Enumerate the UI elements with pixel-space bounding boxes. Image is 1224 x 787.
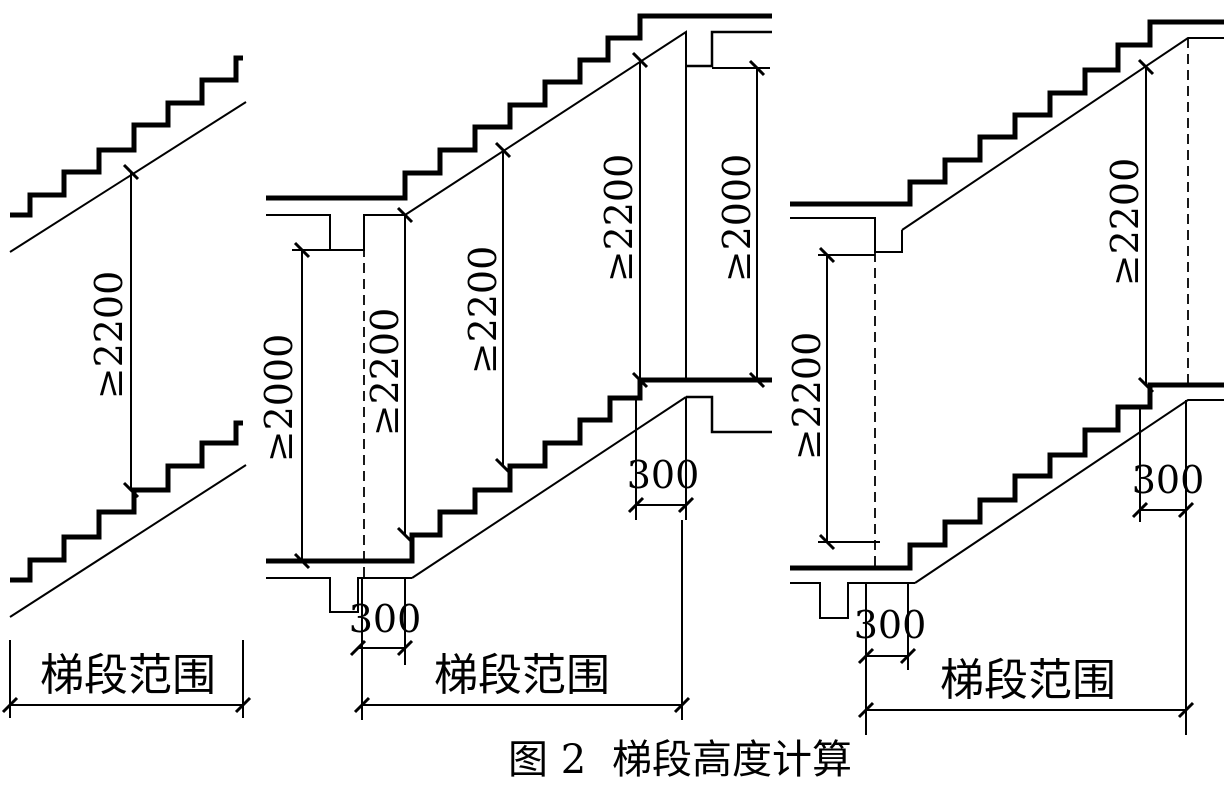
middle-dim-tick [494,457,512,475]
right-label-2200-right: ≥2200 [1103,158,1147,287]
right-dim-tick [899,647,917,665]
right-dim-tick [1137,58,1155,76]
middle-right-wall [686,395,772,434]
middle-dim-tick [631,371,649,389]
right-upper-soffit [901,37,1224,231]
left-dim-tick [1,696,19,714]
right-dim-tick [1177,701,1195,719]
right-dim-tick [1177,501,1195,519]
middle-dim-tick [396,206,414,224]
right-dim-tick [1131,501,1149,519]
middle-panel: ≥2000 ≥2200 ≥2200 ≥2200 ≥2000 300 300 梯段… [257,13,772,720]
middle-label-2200-a: ≥2200 [363,308,407,437]
right-range-label: 梯段范围 [940,655,1116,706]
middle-lower-soffit [411,396,687,579]
left-upper-steps [10,55,243,218]
middle-label-300-lower: 300 [349,597,422,641]
figure-caption: 图 2 梯段高度计算 [508,737,852,783]
right-dim-tick [1137,376,1155,394]
left-dim-tick [122,481,140,499]
left-dim-tick [234,696,252,714]
middle-dim-tick [627,496,645,514]
left-lower-soffit [9,464,247,618]
left-upper-soffit [9,101,247,253]
middle-dim-tick [631,51,649,69]
middle-lower-landing-underside [266,577,412,613]
middle-dim-tick [396,639,414,657]
caption-figure-number: 图 2 [508,737,586,783]
middle-label-2200-c: ≥2200 [597,154,641,283]
middle-lower-landing-steps [266,377,772,564]
middle-label-300-upper: 300 [627,453,700,497]
left-lower-steps [10,420,243,583]
middle-dim-tick [396,526,414,544]
middle-label-2000-right: ≥2000 [715,154,759,283]
caption-title: 梯段高度计算 [612,737,852,783]
right-lower-landing-underside [790,582,915,619]
middle-upper-landing-steps [266,13,772,201]
middle-label-2000-left: ≥2000 [257,334,301,463]
middle-dim-tick [677,496,695,514]
left-range-label: 梯段范围 [40,650,216,701]
right-dim-tick [818,533,836,551]
middle-range-label: 梯段范围 [434,650,610,701]
middle-dim-tick [353,696,371,714]
left-height-label: ≥2200 [87,271,131,400]
right-lower-landing-steps [790,382,1224,571]
middle-dim-tick [494,141,512,159]
right-panel: ≥2200 ≥2200 300 300 梯段范围 [785,19,1224,735]
right-label-300-upper: 300 [1132,458,1205,502]
left-panel: ≥2200 梯段范围 [1,55,252,718]
right-upper-landing-steps [790,19,1224,207]
right-label-300-lower: 300 [854,603,927,647]
middle-dim-tick [748,371,766,389]
middle-dim-tick [673,696,691,714]
right-upper-landing-underside [790,217,903,253]
middle-label-2200-b: ≥2200 [461,246,505,375]
middle-dim-tick [293,552,311,570]
middle-dim-tick [748,59,766,77]
right-dim-tick [818,246,836,264]
middle-upper-landing-underside [266,214,405,251]
right-lower-soffit [914,399,1224,584]
right-dim-tick [857,701,875,719]
right-dim-tick [857,647,875,665]
left-dim-tick [122,163,140,181]
right-label-2200-left: ≥2200 [785,332,829,461]
middle-top-wall [686,30,772,68]
